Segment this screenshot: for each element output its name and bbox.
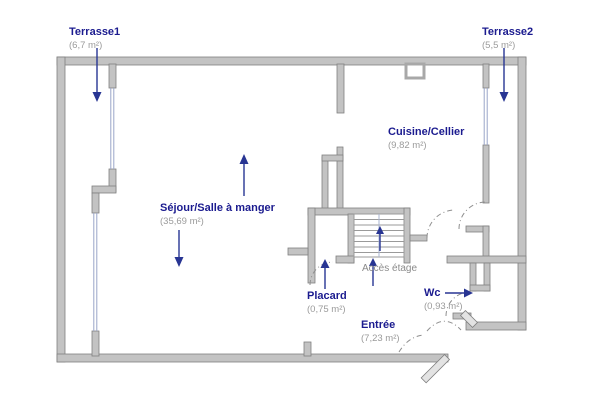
window <box>93 213 98 331</box>
wall-segment <box>403 207 411 264</box>
stairs-up-arrow <box>376 226 384 251</box>
wall-wc-bottom <box>465 321 527 331</box>
wall-segment <box>482 144 490 204</box>
room-name: Entrée <box>361 319 396 331</box>
window <box>483 88 488 145</box>
room-area: (5,5 m²) <box>482 40 516 51</box>
interior-walls <box>303 62 426 357</box>
wall-segment <box>335 255 355 264</box>
room-area: (35,69 m²) <box>160 216 204 227</box>
wall-segment <box>446 255 527 264</box>
wall-left <box>56 56 66 363</box>
room-label-wc: Wc (0,93 m²) <box>424 287 463 313</box>
acces-etage-arrow <box>369 258 377 286</box>
room-area: (6,7 m²) <box>69 40 103 51</box>
terrasse2-access-arrow <box>499 48 509 102</box>
chimney <box>404 62 426 80</box>
wall-segment <box>108 63 117 89</box>
staircase <box>353 213 405 258</box>
acces-etage-label: Accès étage <box>362 263 418 274</box>
terrasse1-wall <box>91 63 117 357</box>
room-name: Séjour/Salle à manger <box>160 202 275 214</box>
room-area: (7,23 m²) <box>361 333 400 344</box>
room-label-terrasse2: Terrasse2 (5,5 m²) <box>482 26 533 52</box>
wall-top <box>56 56 527 66</box>
wall-segment <box>321 156 329 211</box>
wall-segment <box>307 207 316 284</box>
wall-segment <box>482 63 490 89</box>
room-area: (0,75 m²) <box>307 304 346 315</box>
outer-walls <box>56 56 527 363</box>
room-name: Wc <box>424 287 441 299</box>
room-name: Placard <box>307 290 347 302</box>
wall-segment <box>91 330 100 357</box>
wall-bottom <box>56 353 449 363</box>
placard-access-arrow <box>320 259 330 289</box>
room-label-cuisine: Cuisine/Cellier (9,82 m²) <box>388 126 464 152</box>
wall-segment <box>409 234 428 242</box>
wall-segment <box>336 63 345 114</box>
room-name: Terrasse1 <box>69 26 121 38</box>
access-arrows <box>92 48 509 298</box>
wall-segment <box>321 154 344 162</box>
sejour-up-arrow <box>239 154 249 196</box>
terrasse1-access-arrow <box>92 48 102 102</box>
entry-door-leaf <box>420 353 451 384</box>
wc-access-arrow <box>445 288 473 298</box>
room-label-terrasse1: Terrasse1 (6,7 m²) <box>69 26 120 52</box>
wall-segment <box>91 185 117 194</box>
room-label-entree: Entrée (7,23 m²) <box>361 319 400 345</box>
hall-door-swing <box>426 209 456 239</box>
placard-door-swing <box>309 261 334 286</box>
entry-door-leaf <box>459 309 479 329</box>
wall-right <box>517 56 527 331</box>
room-area: (9,82 m²) <box>388 140 427 151</box>
terrasse2-wc-walls <box>446 63 527 320</box>
wall-segment <box>469 284 491 292</box>
room-name: Cuisine/Cellier <box>388 126 465 138</box>
cuisine-door-swing <box>458 201 487 230</box>
wc-door-swing <box>445 291 471 317</box>
stair-block <box>287 207 428 284</box>
room-area: (0,93 m²) <box>424 301 463 312</box>
room-label-placard: Placard (0,75 m²) <box>307 290 347 316</box>
entry-door-swing-mid <box>426 320 462 332</box>
window <box>110 88 115 169</box>
entry-door-swing-left <box>398 334 424 353</box>
room-label-sejour: Séjour/Salle à manger (35,69 m²) <box>160 202 275 228</box>
room-name: Terrasse2 <box>482 26 534 38</box>
sejour-down-arrow <box>174 230 184 267</box>
wall-segment <box>287 247 309 256</box>
wall-segment <box>91 192 100 214</box>
wall-segment <box>303 341 312 357</box>
wall-segment <box>482 225 490 260</box>
door-swings <box>309 201 487 384</box>
